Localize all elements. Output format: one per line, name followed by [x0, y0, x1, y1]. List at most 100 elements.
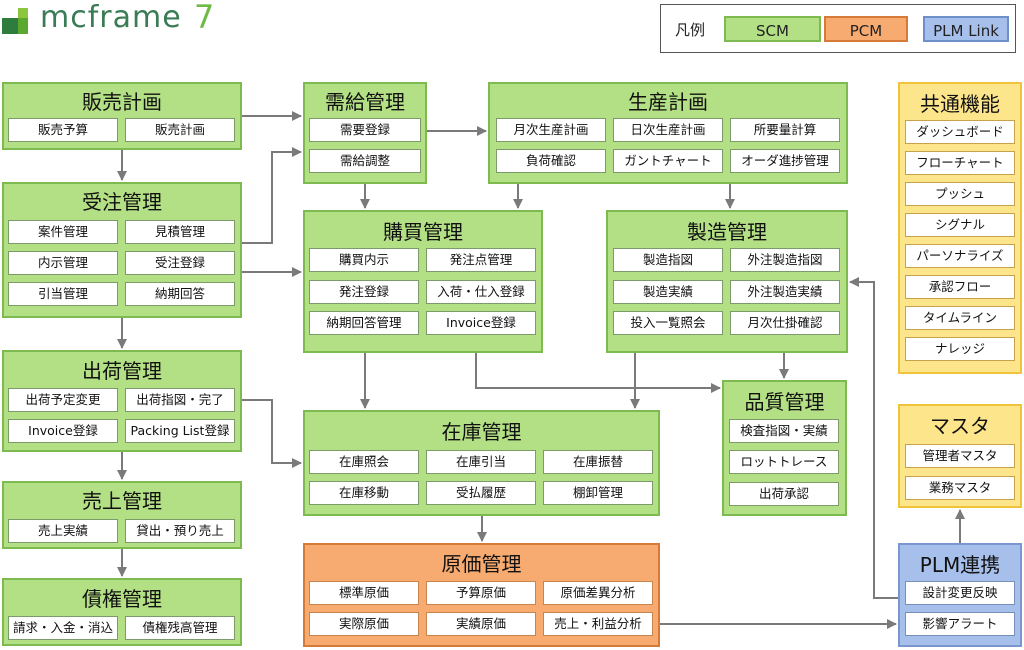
- arrow-plm-to-manufacturing: [849, 277, 898, 599]
- manufacturing-mgmt-item[interactable]: 投入一覧照会: [613, 311, 723, 335]
- order-mgmt-item[interactable]: 受注登録: [125, 251, 235, 275]
- manufacturing-mgmt-item[interactable]: 外注製造指図: [730, 248, 840, 272]
- manufacturing-mgmt-module: 製造管理製造指図外注製造指図製造実績外注製造実績投入一覧照会月次仕掛確認: [606, 210, 848, 353]
- cost-mgmt-item[interactable]: 予算原価: [426, 581, 536, 605]
- cost-mgmt-item[interactable]: 標準原価: [309, 581, 419, 605]
- common-functions-item[interactable]: 承認フロー: [905, 275, 1015, 299]
- manufacturing-mgmt-item[interactable]: 製造実績: [613, 280, 723, 304]
- inventory-mgmt-title: 在庫管理: [441, 420, 522, 444]
- inventory-mgmt-item[interactable]: 棚卸管理: [543, 481, 653, 505]
- supply-demand-mgmt-item[interactable]: 需給調整: [309, 149, 421, 173]
- sales-plan-module: 販売計画販売予算販売計画: [2, 82, 242, 150]
- sales-mgmt-module: 売上管理売上実績貸出・預り売上: [2, 481, 242, 549]
- production-plan-item[interactable]: 月次生産計画: [496, 118, 606, 142]
- shipping-mgmt-title: 出荷管理: [82, 359, 162, 383]
- legend-label: 凡例: [675, 21, 706, 39]
- cost-mgmt-item[interactable]: 実績原価: [426, 612, 536, 636]
- plm-link-item[interactable]: 設計変更反映: [905, 581, 1015, 605]
- order-mgmt-item[interactable]: 引当管理: [8, 282, 118, 306]
- manufacturing-mgmt-item[interactable]: 外注製造実績: [730, 280, 840, 304]
- shipping-mgmt-item[interactable]: 出荷予定変更: [8, 388, 118, 412]
- production-plan-item[interactable]: オーダ進捗管理: [730, 149, 840, 173]
- production-plan-item[interactable]: ガントチャート: [613, 149, 723, 173]
- plm-link-module: PLM連携設計変更反映影響アラート: [898, 543, 1022, 647]
- sales-plan-item[interactable]: 販売予算: [8, 118, 118, 142]
- common-functions-item[interactable]: ダッシュボード: [905, 120, 1015, 144]
- inventory-mgmt-item[interactable]: 在庫移動: [309, 481, 419, 505]
- master-item[interactable]: 管理者マスタ: [905, 444, 1015, 468]
- production-plan-item[interactable]: 日次生産計画: [613, 118, 723, 142]
- purchase-mgmt-title: 購買管理: [383, 220, 463, 244]
- arrow-order-to-supply-demand: [242, 147, 302, 244]
- production-plan-item[interactable]: 所要量計算: [730, 118, 840, 142]
- receivables-mgmt-item[interactable]: 請求・入金・消込: [8, 616, 118, 640]
- inventory-mgmt-item[interactable]: 在庫振替: [543, 450, 653, 474]
- master-item[interactable]: 業務マスタ: [905, 476, 1015, 500]
- manufacturing-mgmt-item[interactable]: 月次仕掛確認: [730, 311, 840, 335]
- shipping-mgmt-item[interactable]: Packing List登録: [125, 419, 235, 443]
- legend-pcm: PCM: [824, 16, 908, 42]
- order-mgmt-item[interactable]: 案件管理: [8, 220, 118, 244]
- logo-text: mcframe: [40, 0, 182, 35]
- plm-link-item[interactable]: 影響アラート: [905, 612, 1015, 636]
- legend-plm-link: PLM Link: [923, 16, 1009, 42]
- order-mgmt-item[interactable]: 見積管理: [125, 220, 235, 244]
- inventory-mgmt-module: 在庫管理在庫照会在庫引当在庫振替在庫移動受払履歴棚卸管理: [303, 410, 660, 516]
- purchase-mgmt-item[interactable]: 購買内示: [309, 248, 419, 272]
- order-mgmt-item[interactable]: 納期回答: [125, 282, 235, 306]
- common-functions-item[interactable]: フローチャート: [905, 151, 1015, 175]
- quality-mgmt-item[interactable]: 出荷承認: [729, 482, 839, 506]
- cost-mgmt-item[interactable]: 原価差異分析: [543, 581, 653, 605]
- cost-mgmt-title: 原価管理: [441, 552, 522, 576]
- inventory-mgmt-item[interactable]: 在庫引当: [426, 450, 536, 474]
- legend: 凡例 SCM PCM PLM Link: [660, 4, 1016, 53]
- quality-mgmt-module: 品質管理検査指図・実績ロットトレース出荷承認: [722, 380, 847, 516]
- common-functions-item[interactable]: プッシュ: [905, 182, 1015, 206]
- purchase-mgmt-item[interactable]: 納期回答管理: [309, 311, 419, 335]
- inventory-mgmt-item[interactable]: 在庫照会: [309, 450, 419, 474]
- shipping-mgmt-module: 出荷管理出荷予定変更出荷指図・完了 Invoice登録 Packing List登録: [2, 350, 242, 452]
- common-functions-item[interactable]: パーソナライズ: [905, 244, 1015, 268]
- purchase-mgmt-item[interactable]: Invoice登録: [426, 311, 536, 335]
- quality-mgmt-item[interactable]: 検査指図・実績: [729, 419, 839, 443]
- supply-demand-mgmt-title: 需給管理: [325, 90, 405, 114]
- supply-demand-mgmt-module: 需給管理需要登録需給調整: [303, 82, 427, 184]
- arrow-shipping-to-inventory: [242, 399, 302, 468]
- receivables-mgmt-module: 債権管理請求・入金・消込債権残高管理: [2, 578, 242, 646]
- common-functions-item[interactable]: タイムライン: [905, 306, 1015, 330]
- master-module: マスタ管理者マスタ業務マスタ: [898, 404, 1022, 508]
- purchase-mgmt-item[interactable]: 発注登録: [309, 280, 419, 304]
- order-mgmt-item[interactable]: 内示管理: [8, 251, 118, 275]
- production-plan-item[interactable]: 負荷確認: [496, 149, 606, 173]
- receivables-mgmt-title: 債権管理: [82, 587, 162, 611]
- mcframe-logo: mcframe 7: [2, 0, 242, 36]
- inventory-mgmt-item[interactable]: 受払履歴: [426, 481, 536, 505]
- quality-mgmt-item[interactable]: ロットトレース: [729, 450, 839, 474]
- cost-mgmt-item[interactable]: 実際原価: [309, 612, 419, 636]
- legend-scm: SCM: [724, 16, 821, 42]
- common-functions-module: 共通機能ダッシュボードフローチャートプッシュシグナルパーソナライズ承認フロータイ…: [898, 82, 1022, 374]
- master-title: マスタ: [930, 414, 990, 438]
- sales-mgmt-item[interactable]: 売上実績: [8, 519, 118, 543]
- order-mgmt-module: 受注管理案件管理見積管理内示管理受注登録引当管理納期回答: [2, 182, 242, 318]
- purchase-mgmt-item[interactable]: 発注点管理: [426, 248, 536, 272]
- common-functions-item[interactable]: シグナル: [905, 213, 1015, 237]
- sales-plan-item[interactable]: 販売計画: [125, 118, 235, 142]
- manufacturing-mgmt-item[interactable]: 製造指図: [613, 248, 723, 272]
- shipping-mgmt-item[interactable]: Invoice登録: [8, 419, 118, 443]
- order-mgmt-title: 受注管理: [82, 190, 162, 214]
- receivables-mgmt-item[interactable]: 債権残高管理: [125, 616, 235, 640]
- purchase-mgmt-module: 購買管理購買内示発注点管理発注登録入荷・仕入登録納期回答管理 Invoice登録: [303, 210, 543, 353]
- common-functions-item[interactable]: ナレッジ: [905, 337, 1015, 361]
- production-plan-module: 生産計画月次生産計画日次生産計画所要量計算負荷確認ガントチャートオーダ進捗管理: [488, 82, 848, 184]
- common-functions-title: 共通機能: [920, 92, 1000, 116]
- sales-mgmt-item[interactable]: 貸出・預り売上: [125, 519, 235, 543]
- cost-mgmt-item[interactable]: 売上・利益分析: [543, 612, 653, 636]
- shipping-mgmt-item[interactable]: 出荷指図・完了: [125, 388, 235, 412]
- production-plan-title: 生産計画: [628, 90, 708, 114]
- purchase-mgmt-item[interactable]: 入荷・仕入登録: [426, 280, 536, 304]
- cost-mgmt-module: 原価管理標準原価予算原価原価差異分析実際原価実績原価売上・利益分析: [303, 543, 660, 647]
- supply-demand-mgmt-item[interactable]: 需要登録: [309, 118, 421, 142]
- plm-link-title: PLM連携: [919, 553, 1001, 577]
